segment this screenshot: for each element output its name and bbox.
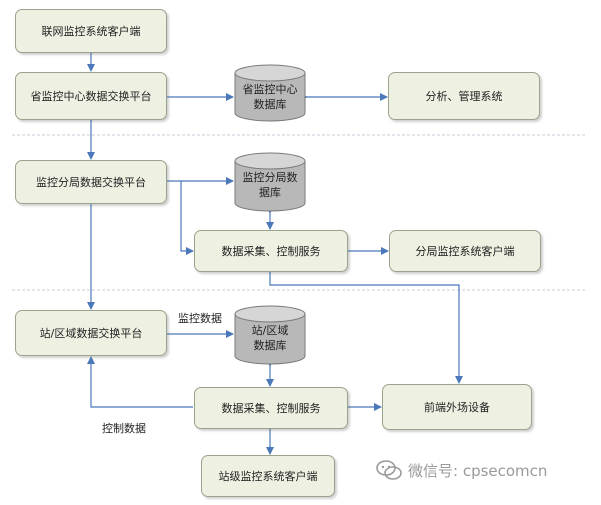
- station-monitoring-client: 站级监控系统客户端: [201, 455, 335, 497]
- branch-database: 监控分局数 据库: [234, 152, 306, 212]
- link-branch-service: [180, 181, 194, 255]
- link-service-station: [87, 356, 193, 408]
- database-cylinder-icon: [234, 64, 306, 122]
- station-database: 站/区域 数据库: [234, 305, 306, 365]
- station-db-label-2: 数据库: [253, 339, 287, 352]
- database-cylinder-icon: [234, 152, 306, 212]
- monitor-data-label: 监控数据: [178, 312, 222, 325]
- branch-exchange-platform: 监控分局数据交换平台: [15, 160, 167, 204]
- provincial-db-label-2: 数据库: [253, 98, 287, 111]
- station-db-label-1: 站/区域: [251, 324, 289, 337]
- station-collection-control-service: 数据采集、控制服务: [194, 387, 348, 429]
- control-data-label: 控制数据: [102, 422, 146, 435]
- analysis-management-system: 分析、管理系统: [388, 72, 540, 120]
- branch-db-label-2: 据库: [259, 186, 281, 199]
- branch-collection-control-service: 数据采集、控制服务: [194, 230, 348, 272]
- provincial-db-label-1: 省监控中心: [242, 83, 298, 96]
- database-cylinder-icon: [234, 305, 306, 365]
- wechat-logo-icon: [376, 460, 402, 480]
- station-exchange-platform: 站/区域数据交换平台: [15, 310, 167, 356]
- link-service-field: [266, 266, 463, 384]
- branch-db-label-1: 监控分局数: [242, 171, 298, 184]
- watermark-text: 微信号: cpsecomcn: [408, 461, 548, 480]
- branch-monitoring-client: 分局监控系统客户端: [389, 230, 541, 272]
- wechat-watermark: 微信号: cpsecomcn: [376, 459, 547, 481]
- provincial-database: 省监控中心 数据库: [234, 64, 306, 122]
- provincial-exchange-platform: 省监控中心数据交换平台: [15, 72, 167, 120]
- networked-monitoring-client: 联网监控系统客户端: [15, 9, 167, 53]
- field-devices: 前端外场设备: [382, 384, 532, 430]
